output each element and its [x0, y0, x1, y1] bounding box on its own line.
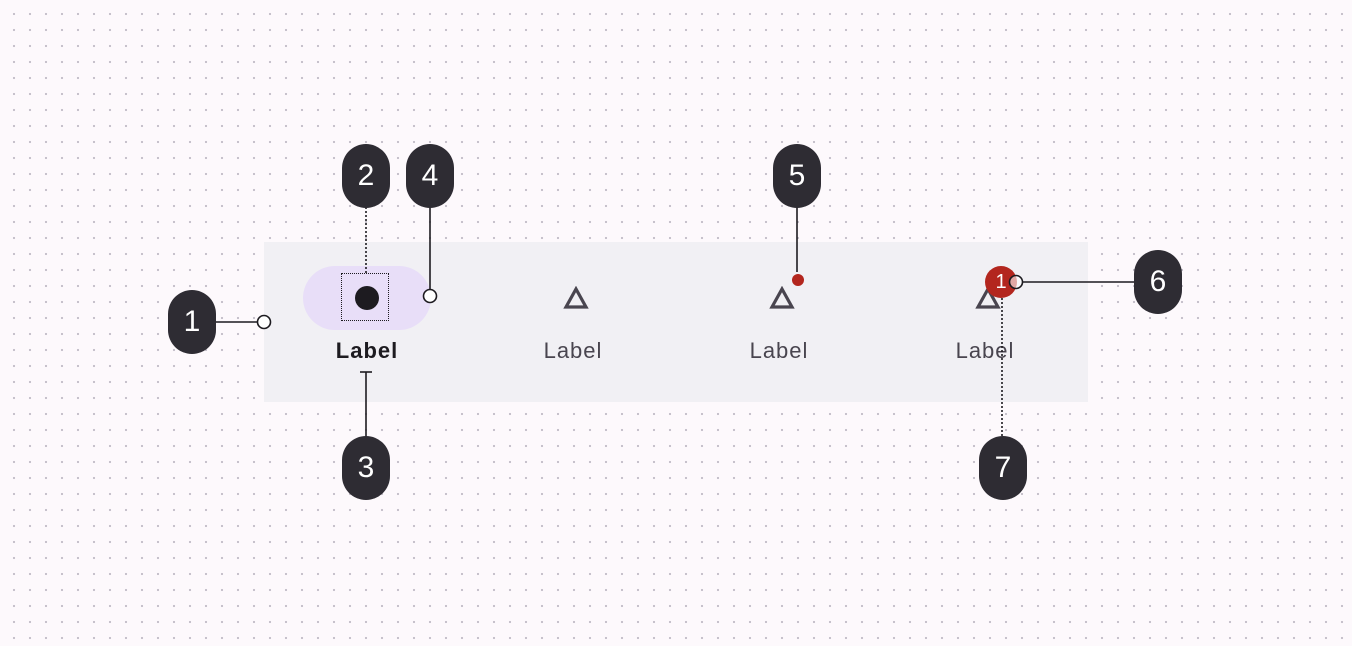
small-badge-dot: [792, 274, 804, 286]
callout-marker-3: 3: [342, 436, 390, 500]
callout-marker-1: 1: [168, 290, 216, 354]
triangle-outline-icon: [975, 286, 1001, 309]
callout-marker-2: 2: [342, 144, 390, 208]
nav-item-1[interactable]: Label: [264, 242, 470, 402]
filled-circle-icon: [355, 286, 379, 310]
callout-marker-4: 4: [406, 144, 454, 208]
triangle-outline-icon: [769, 286, 795, 309]
nav-item-3[interactable]: Label: [676, 242, 882, 402]
nav-item-label: Label: [335, 338, 399, 363]
navigation-bar-container: Label Label Label Label 1: [264, 242, 1088, 402]
icon-bounds-outline: [341, 273, 389, 321]
callout-marker-7: 7: [979, 436, 1027, 500]
callout-marker-6: 6: [1134, 250, 1182, 314]
callout-marker-5: 5: [773, 144, 821, 208]
leader-endpoint-4: [422, 288, 438, 304]
nav-item-label: Label: [543, 338, 603, 363]
nav-item-4[interactable]: Label: [882, 242, 1088, 402]
leader-endpoint-1: [256, 314, 272, 330]
nav-item-2[interactable]: Label: [470, 242, 676, 402]
leader-endpoint-6: [1008, 274, 1024, 290]
nav-item-label: Label: [955, 338, 1015, 363]
nav-item-label: Label: [749, 338, 809, 363]
triangle-outline-icon: [563, 286, 589, 309]
